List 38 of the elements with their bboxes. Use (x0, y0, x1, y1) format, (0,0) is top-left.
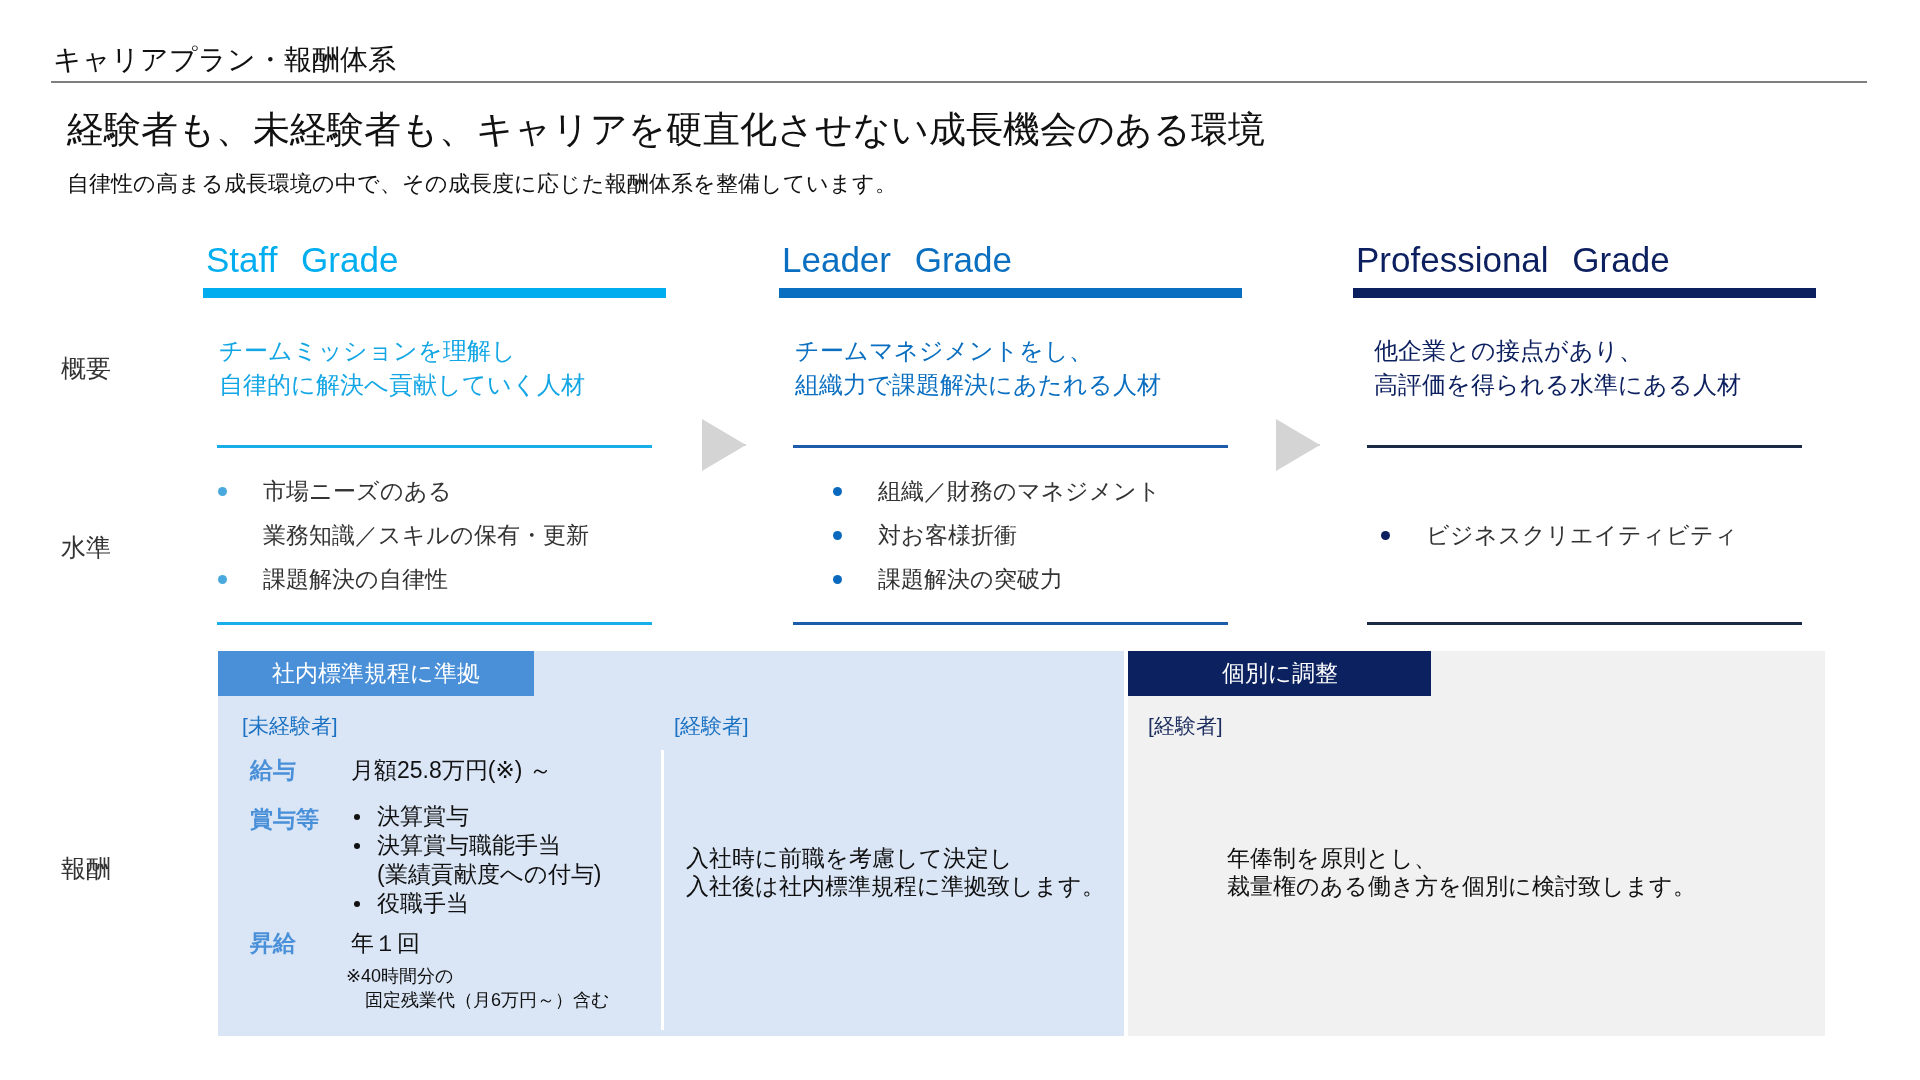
row-label: 概要 (61, 353, 111, 383)
field-label: 賞与等 (250, 805, 319, 833)
bullet-text: 市場ニーズのある業務知識／スキルの保有・更新 (263, 477, 589, 550)
overview-text: 他企業との接点があり、高評価を得られる水準にある人材 (1374, 336, 1741, 400)
title: 経験者も、未経験者も、キャリアを硬直化させない成長機会のある環境 (67, 108, 1265, 152)
bullet-text: 役職手当 (377, 889, 469, 918)
bullet-text: 決算賞与職能手当(業績貢献度への付与) (377, 831, 602, 889)
overview-text: チームマネジメントをし、組織力で課題解決にあたれる人材 (795, 336, 1161, 400)
bullet-text: 対お客様折衝 (878, 521, 1017, 550)
bullet-text: 課題解決の自律性 (263, 565, 448, 594)
row-label: 報酬 (61, 853, 111, 883)
field-label: 給与 (250, 756, 296, 784)
grade-heading: Professional Grade (1356, 240, 1670, 280)
row-label: 水準 (61, 532, 111, 562)
footnote: ※40時間分の固定残業代（月6万円～）含む (346, 965, 609, 1012)
grade-heading: Leader Grade (782, 240, 1012, 280)
section-tab: 社内標準規程に準拠 (218, 651, 534, 696)
category-label: [経験者] (1148, 713, 1223, 739)
grade-heading: Staff Grade (206, 240, 399, 280)
field-value: 月額25.8万円(※) ～ (351, 756, 552, 784)
field-value: 年１回 (351, 929, 420, 957)
bullet-text: 組織／財務のマネジメント (878, 477, 1161, 506)
description-text: 入社時に前職を考慮して決定し入社後は社内標準規程に準拠致します。 (686, 845, 1105, 901)
bullet-text: 課題解決の突破力 (878, 565, 1063, 594)
category-label: [未経験者] (242, 713, 338, 739)
section-tab: 個別に調整 (1128, 651, 1431, 696)
info-panel (1128, 651, 1825, 1036)
bullet-text: ビジネスクリエイティビティ (1426, 521, 1738, 550)
field-label: 昇給 (250, 929, 296, 957)
arrow (1275, 419, 1321, 471)
bullet-text: 決算賞与 (377, 802, 469, 831)
info-panel (218, 651, 1124, 1036)
description-text: 年俸制を原則とし、裁量権のある働き方を個別に検討致します。 (1227, 845, 1696, 901)
category-label: [経験者] (674, 713, 749, 739)
arrow (701, 419, 747, 471)
section-heading: キャリアプラン・報酬体系 (53, 43, 396, 77)
overview-text: チームミッションを理解し自律的に解決へ貢献していく人材 (219, 336, 585, 400)
subtitle: 自律性の高まる成長環境の中で、その成長度に応じた報酬体系を整備しています。 (67, 170, 897, 198)
